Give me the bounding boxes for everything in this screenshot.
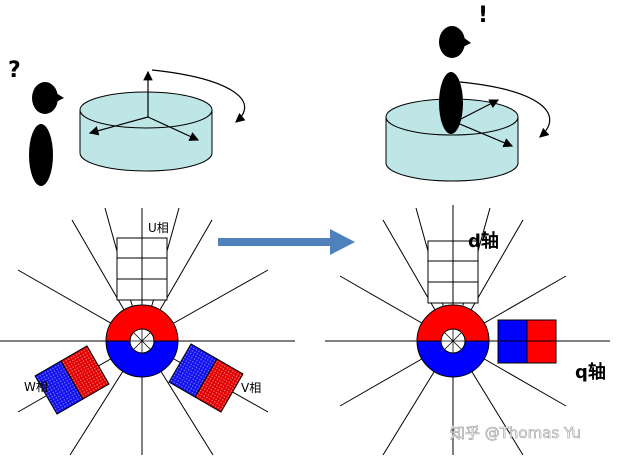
question-mark: ?: [8, 58, 21, 83]
exclamation-mark: !: [478, 3, 488, 28]
observer-body-icon-2: [439, 72, 463, 134]
rotation-arrow: [151, 69, 246, 123]
right-platter: [385, 81, 551, 182]
axis-right-arrow-2: [454, 121, 514, 148]
axis-right-arrow: [147, 116, 200, 141]
transform-arrow: [218, 229, 355, 255]
d-axis-coil: [427, 240, 479, 304]
v-phase-magnet: [168, 343, 244, 413]
w-phase-magnet: [34, 345, 110, 415]
axis-up-arrow: [454, 99, 500, 123]
observer-beak-icon: [56, 93, 64, 102]
rotation-arrow-2: [459, 81, 551, 138]
q-axis-label: q轴: [575, 361, 606, 383]
left-platter: [79, 69, 246, 172]
right-observer: !: [439, 3, 488, 134]
d-axis-label: d轴: [468, 230, 499, 252]
w-phase-label: W相: [24, 380, 48, 394]
left-observer: ?: [8, 58, 64, 186]
observer-body-icon: [29, 124, 53, 186]
left-rotor-magnet: [105, 304, 179, 378]
left-stator: U相 W相 V相: [0, 207, 295, 456]
axis-left-arrow: [88, 116, 149, 136]
observer-head-icon: [32, 82, 58, 114]
right-rotor-magnet: [416, 304, 490, 378]
watermark: 知乎 @Thomas Yu: [450, 424, 581, 442]
u-phase-coil: [116, 237, 168, 301]
q-axis-magnet: [497, 319, 557, 364]
v-phase-label: V相: [241, 381, 261, 395]
observer-head-icon-2: [439, 26, 465, 58]
right-stator: d轴 q轴: [325, 205, 610, 456]
u-phase-label: U相: [148, 221, 169, 235]
observer-beak-icon-2: [463, 37, 471, 47]
